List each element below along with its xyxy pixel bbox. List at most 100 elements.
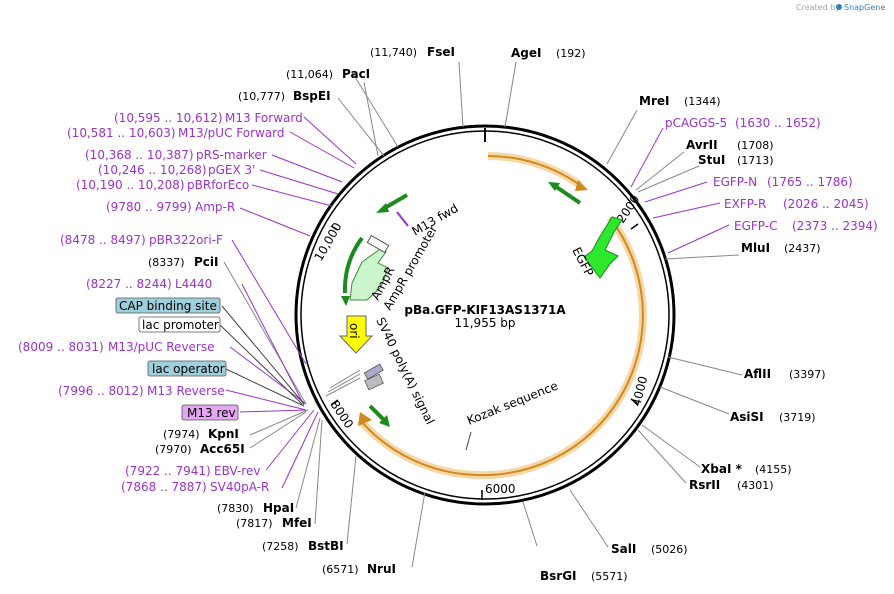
site-kpni: KpnI [208,427,239,441]
svg-text:(4155): (4155) [755,463,792,476]
svg-text:(7817): (7817) [236,517,273,530]
svg-text:(11,064): (11,064) [286,68,333,81]
primer-arrows [341,182,582,427]
m13-fwd-pointer [396,211,409,227]
site-l4440: L4440 [175,277,212,291]
svg-text:(2437): (2437) [784,242,821,255]
site-asisi: AsiSI [730,410,764,424]
site-sv40pa-r: SV40pA-R [210,480,269,494]
svg-text:(1765 .. 1786): (1765 .. 1786) [767,175,853,189]
primer-leader-lines [225,116,730,489]
site-aflii: AflII [744,367,771,381]
site-labels-right: AgeI (192) MreI (1344) pCAGGS-5 (1630 ..… [511,46,878,583]
svg-text:(3719): (3719) [779,411,816,424]
site-bspei: BspEI [293,89,331,103]
svg-text:(192): (192) [556,47,586,60]
egfp-arrow [583,216,623,279]
svg-text:(5571): (5571) [591,570,628,583]
svg-text:(2373 .. 2394): (2373 .. 2394) [792,219,878,233]
svg-text:(4301): (4301) [737,479,774,492]
svg-text:(3397): (3397) [789,368,826,381]
site-m13-puc-reverse: M13/pUC Reverse [108,340,215,354]
svg-text:(7970): (7970) [155,443,192,456]
svg-text:(7258): (7258) [262,540,299,553]
svg-text:(2026 .. 2045): (2026 .. 2045) [783,197,869,211]
svg-text:(7868 .. 7887): (7868 .. 7887) [121,480,207,494]
m13-rev-label: M13 rev [187,406,236,420]
site-egfp-c: EGFP-C [734,219,777,233]
site-sali: SalI [611,542,636,556]
kozak-pointer [465,431,472,451]
svg-text:(1708): (1708) [737,139,774,152]
site-xbai: XbaI * [701,462,743,476]
egfp-region [356,151,647,480]
credit-text: Created by [796,3,840,12]
ampr-arrow [349,246,389,301]
cap-binding-site-label: CAP binding site [119,299,217,313]
svg-text:(7922 .. 7941): (7922 .. 7941) [125,464,211,478]
site-avrii: AvrII [686,138,718,152]
tick-label-6000: 6000 [485,482,516,496]
snapgene-brand: SnapGene [844,3,885,12]
site-bstbi: BstBI [308,539,344,553]
site-fsei: FseI [427,45,455,59]
site-labels-left: NruI (6571) BstBI (7258) MfeI (7817) Hpa… [121,427,396,576]
site-stui: StuI [698,153,725,167]
svg-text:(8009 .. 8031): (8009 .. 8031) [18,340,104,354]
plasmid-size: 11,955 bp [454,316,515,330]
svg-text:(7996 .. 8012): (7996 .. 8012) [58,384,144,398]
site-m13-puc-forward: M13/pUC Forward [178,126,285,140]
site-m13-forward: M13 Forward [225,111,303,125]
site-mfei: MfeI [282,516,312,530]
lac-promoter-label: lac promoter [142,318,219,332]
sv40-label: SV40 poly(A) signal [373,315,437,426]
lac-region-glyph [325,363,384,397]
site-nrui: NruI [367,562,396,576]
feature-leader-lines [219,305,305,407]
site-pcii: PciI [194,255,219,269]
svg-text:(1344): (1344) [684,95,721,108]
site-pcaggs-5: pCAGGS-5 [665,116,727,130]
svg-text:(10,595 .. 10,612): (10,595 .. 10,612) [114,111,223,125]
site-mlui: MluI [741,241,770,255]
snapgene-logo-icon [836,4,842,10]
svg-text:(10,777): (10,777) [238,90,285,103]
site-m13-reverse: M13 Reverse [147,384,225,398]
boxed-labels: M13 rev lac operator lac promoter CAP bi… [115,297,239,421]
plasmid-name: pBa.GFP-KIF13AS1371A [404,303,566,317]
site-bsrgi: BsrGI [540,569,577,583]
enzyme-leader-lines [223,61,743,568]
svg-text:(1713): (1713) [737,154,774,167]
svg-text:(7830): (7830) [217,502,254,515]
site-amp-r: Amp-R [195,200,235,214]
svg-text:(1630 .. 1652): (1630 .. 1652) [735,116,821,130]
svg-text:(8337): (8337) [148,256,185,269]
site-mrei: MreI [639,94,669,108]
site-pbrforeco: pBRforEco [187,178,249,192]
svg-text:(10,246 .. 10,268): (10,246 .. 10,268) [98,163,207,177]
site-prs-marker: pRS-marker [196,148,267,162]
site-egfp-n: EGFP-N [713,175,757,189]
site-labels-left-upper: M13 Reverse (7996 .. 8012) M13/pUC Rever… [18,45,455,398]
kozak-label: Kozak sequence [465,379,560,428]
ori-label: ori [347,323,361,339]
site-acc65i: Acc65I [200,442,245,456]
svg-text:(8478 .. 8497): (8478 .. 8497) [60,233,146,247]
svg-text:(6571): (6571) [322,563,359,576]
svg-text:(5026): (5026) [651,543,688,556]
site-exfp-r: EXFP-R [724,197,766,211]
lac-operator-label: lac operator [152,362,225,376]
ampr-promoter-box [366,234,390,254]
ori-arrow [338,315,374,354]
svg-text:(10,368 .. 10,387): (10,368 .. 10,387) [85,148,194,162]
site-agei: AgeI [511,46,541,60]
backbone-outer-ring [294,124,676,506]
site-ebv-rev: EBV-rev [214,464,260,478]
svg-text:(9780 .. 9799): (9780 .. 9799) [106,200,192,214]
svg-text:(11,740): (11,740) [370,46,417,59]
svg-text:(7974): (7974) [163,428,200,441]
site-hpai: HpaI [263,501,294,515]
svg-text:(8227 .. 8244): (8227 .. 8244) [86,277,172,291]
